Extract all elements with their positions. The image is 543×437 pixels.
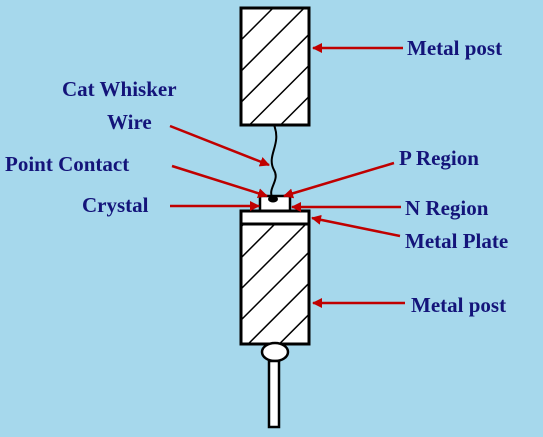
label-cat-whisker-line1: Cat Whisker: [62, 77, 177, 101]
top-metal-post: [239, 6, 311, 127]
terminal-lead: [267, 359, 281, 429]
metal-plate: [239, 209, 311, 226]
arrow-point-contact: [171, 164, 268, 199]
cat-whisker-wire: [270, 124, 278, 198]
label-p-region: P Region: [399, 146, 479, 170]
arrow-metal-plate: [311, 214, 401, 238]
terminal-bead: [260, 341, 290, 363]
label-cat-whisker-line2: Wire: [107, 110, 152, 134]
arrow-cat-whisker: [169, 124, 270, 167]
label-point-contact: Point Contact: [5, 152, 130, 176]
label-n-region: N Region: [405, 196, 489, 220]
label-top-metal-post: Metal post: [407, 36, 503, 60]
label-bottom-metal-post: Metal post: [411, 293, 507, 317]
arrow-p-region: [283, 161, 395, 199]
label-metal-plate: Metal Plate: [405, 229, 509, 253]
bottom-metal-post: [239, 222, 311, 346]
label-crystal: Crystal: [82, 193, 149, 217]
point-contact-dot: [268, 195, 278, 203]
